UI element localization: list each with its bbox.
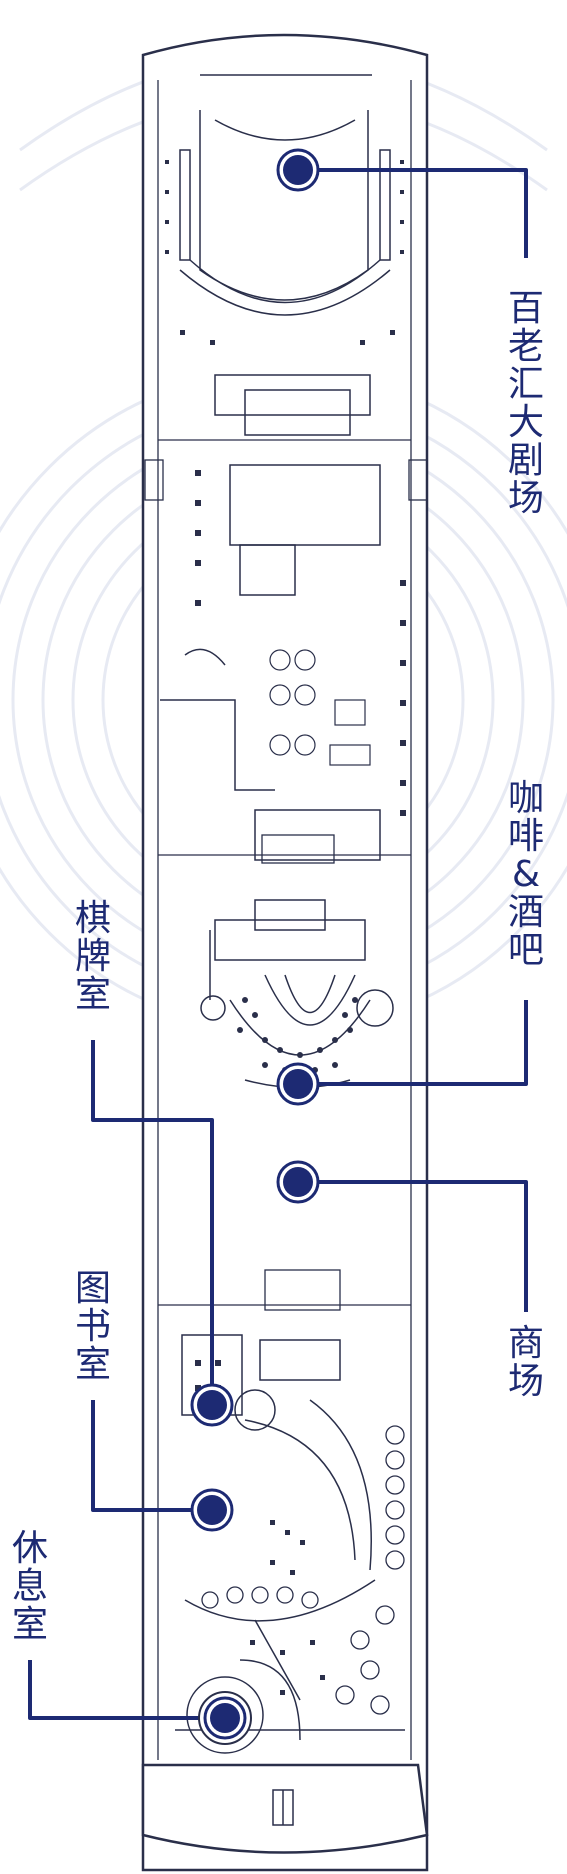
stairs bbox=[144, 459, 428, 1311]
label-cafe-bar: 咖啡&酒吧 bbox=[507, 778, 544, 971]
leader-line-mall bbox=[298, 1180, 528, 1312]
marker-theater[interactable] bbox=[276, 148, 320, 192]
lobby-rooms bbox=[160, 464, 381, 961]
leader-line-library bbox=[91, 1400, 212, 1512]
deck-inner-lines bbox=[157, 80, 412, 1760]
marker-chess-room[interactable] bbox=[190, 1383, 234, 1427]
side-tables bbox=[195, 470, 406, 816]
label-theater: 百老汇大剧场 bbox=[507, 288, 544, 519]
leader-lines bbox=[28, 168, 528, 1720]
label-library: 图书室 bbox=[74, 1268, 111, 1385]
leader-line-cafe-bar bbox=[298, 1000, 528, 1086]
leader-line-theater bbox=[298, 168, 528, 258]
label-chess-room: 棋牌室 bbox=[74, 898, 111, 1015]
theater-area bbox=[179, 74, 391, 436]
ship-hull bbox=[141, 33, 429, 1872]
marker-library[interactable] bbox=[190, 1488, 234, 1532]
marker-lounge[interactable] bbox=[198, 1691, 252, 1745]
leader-line-lounge bbox=[28, 1660, 225, 1720]
label-lounge: 休息室 bbox=[11, 1528, 48, 1645]
location-markers bbox=[190, 148, 320, 1745]
ship-stern bbox=[141, 1763, 429, 1854]
theater-seating-marks bbox=[165, 160, 404, 345]
lobby-seating bbox=[269, 649, 371, 766]
marker-cafe-bar[interactable] bbox=[276, 1062, 320, 1106]
stern-rings bbox=[201, 1425, 405, 1715]
leader-line-chess-room bbox=[91, 1040, 214, 1405]
label-mall: 商场 bbox=[507, 1323, 544, 1402]
marker-mall[interactable] bbox=[276, 1160, 320, 1204]
